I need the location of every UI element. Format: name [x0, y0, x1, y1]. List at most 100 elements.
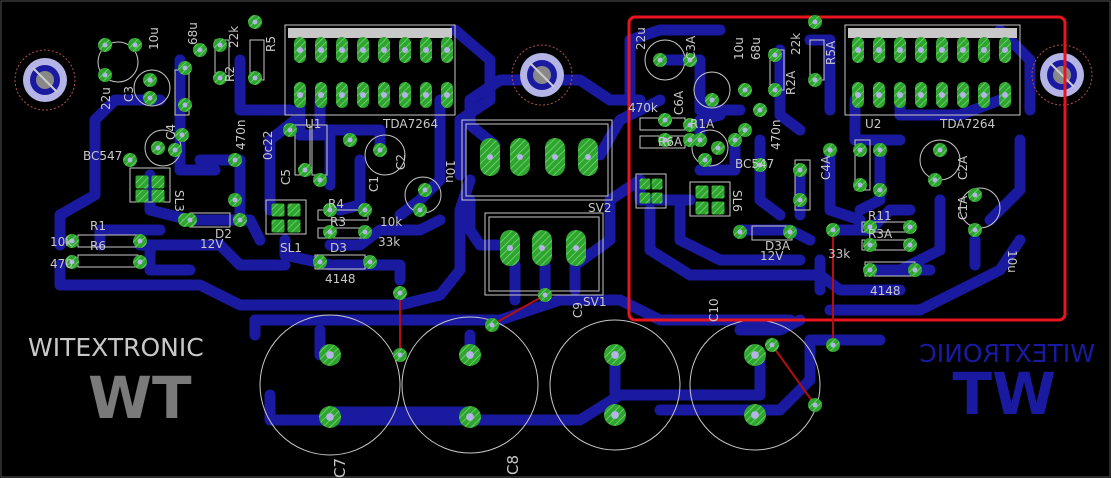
label-bc547-right: BC547: [735, 157, 774, 171]
mounting-hole-left: [14, 49, 76, 111]
pad: [323, 225, 337, 239]
pad: [738, 83, 752, 97]
pad-oblong: [294, 82, 306, 108]
label-sl1: SL1: [280, 241, 302, 255]
pad: [358, 225, 372, 239]
pad: [133, 255, 147, 269]
pad-square: [651, 178, 663, 190]
pad-square: [639, 178, 651, 190]
label-r2: R2: [223, 66, 237, 82]
mounting-hole-middle: [511, 44, 573, 106]
pad: [738, 123, 752, 137]
pad-oblong: [852, 82, 864, 108]
pad: [753, 103, 767, 117]
label-c6a: C6A: [672, 90, 686, 115]
pad: [711, 141, 725, 155]
pad-oblong: [357, 37, 369, 63]
label-r6: R6: [90, 239, 106, 253]
label-d3: D3: [330, 241, 347, 255]
pad: [873, 183, 887, 197]
pad-oblong: [336, 37, 348, 63]
pad: [298, 163, 312, 177]
pad-square: [711, 201, 725, 215]
pad: [783, 225, 797, 239]
label-c4: C4: [164, 124, 178, 140]
pad: [459, 406, 481, 428]
label-u2: U2: [865, 117, 881, 131]
label-10u-c2a: 10u: [1005, 250, 1019, 273]
pad: [313, 173, 327, 187]
label-c1a: C1A: [956, 195, 970, 220]
label-r3a: R3A: [868, 227, 893, 241]
label-c5: C5: [279, 169, 293, 185]
pad: [65, 255, 79, 269]
pad-oblong: [336, 82, 348, 108]
pad: [459, 344, 481, 366]
pad: [683, 118, 697, 132]
pad: [705, 93, 719, 107]
pad-oblong: [315, 37, 327, 63]
pad: [604, 404, 626, 426]
pad: [698, 153, 712, 167]
label-sl6: SL6: [730, 190, 744, 212]
pad: [744, 404, 766, 426]
pad: [903, 220, 917, 234]
pad: [485, 318, 499, 332]
label-r6a: R6A: [658, 135, 683, 149]
pad-oblong: [545, 138, 565, 176]
label-c2a: C2A: [956, 155, 970, 180]
pad: [808, 73, 822, 87]
brand-right-name: WITEXTRONIC: [919, 339, 1095, 368]
pad-oblong: [315, 82, 327, 108]
pad: [248, 15, 262, 29]
label-68u-left: 68u: [186, 22, 200, 45]
pad: [693, 133, 707, 147]
label-10u-left: 10u: [147, 27, 161, 50]
label-33k-left: 33k: [378, 235, 400, 249]
selection-rectangle[interactable]: [627, 15, 1067, 322]
brand-right: WITEXTRONIC WT: [919, 339, 1095, 428]
pad-oblong: [957, 37, 969, 63]
pad-oblong: [399, 82, 411, 108]
pad: [313, 255, 327, 269]
pad-oblong: [480, 138, 500, 176]
pad: [903, 238, 917, 252]
pad-oblong: [357, 82, 369, 108]
pad: [143, 91, 157, 105]
pad-oblong: [578, 138, 598, 176]
label-tda-left: TDA7264: [382, 117, 438, 131]
pad: [319, 344, 341, 366]
label-r5a: R5A: [824, 40, 838, 65]
pad-oblong: [936, 82, 948, 108]
label-c2: C2: [394, 154, 408, 170]
pad: [928, 173, 942, 187]
pad: [373, 143, 387, 157]
pad: [863, 263, 877, 277]
pad: [123, 153, 137, 167]
label-u1: U1: [305, 117, 321, 131]
pad-square: [651, 192, 663, 204]
mounting-hole-right: [1031, 44, 1093, 106]
label-c10: C10: [707, 298, 721, 322]
pad: [283, 123, 297, 137]
label-tda-right: TDA7264: [939, 117, 995, 131]
pad-square: [287, 203, 301, 217]
pad: [183, 213, 197, 227]
label-r2a: R2A: [784, 70, 798, 95]
pad-square: [135, 189, 149, 203]
pad: [768, 48, 782, 62]
label-d3a: D3A: [765, 239, 791, 253]
pad-oblong: [532, 230, 552, 266]
pad: [323, 203, 337, 217]
label-4148-right: 4148: [870, 284, 901, 298]
pad: [363, 255, 377, 269]
label-d2: D2: [215, 227, 232, 241]
pad: [968, 188, 982, 202]
label-4148-left: 4148: [325, 272, 356, 286]
label-sv1: SV1: [583, 295, 606, 309]
pad-oblong: [500, 230, 520, 266]
pad: [233, 213, 247, 227]
pad-square: [271, 219, 285, 233]
pad-oblong: [378, 82, 390, 108]
